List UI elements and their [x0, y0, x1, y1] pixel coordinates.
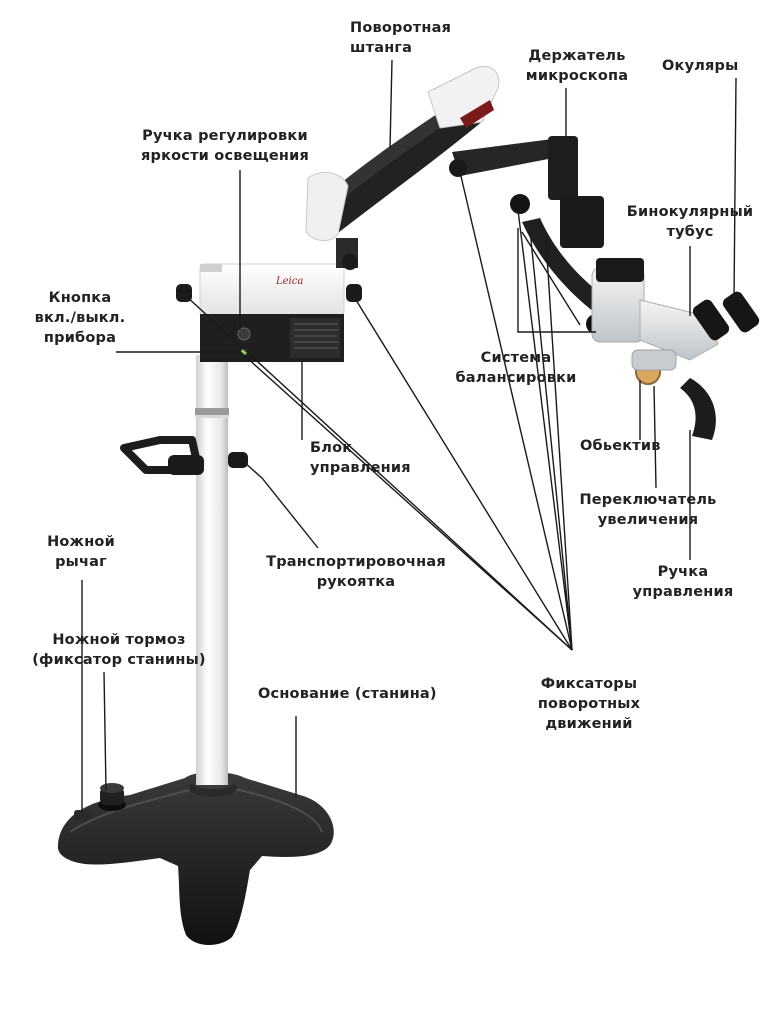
arm-swivel-lock-1	[449, 159, 467, 177]
arm-swivel-lock-2	[342, 254, 358, 270]
vent-lines	[294, 323, 338, 349]
holder-block	[560, 196, 604, 248]
label-magnification-switch: Переключатель увеличения	[579, 492, 717, 528]
label-microscope-holder: Держатель микроскопа	[525, 48, 629, 84]
leader-lock-d	[459, 171, 573, 651]
base-part	[57, 772, 334, 946]
label-base: Основание (станина)	[258, 686, 437, 702]
leader-mag	[653, 385, 657, 489]
foot-lever	[74, 810, 92, 820]
label-control-handle: Ручка управления	[632, 564, 734, 600]
leader-foot-brake	[103, 671, 107, 791]
mag-changer	[631, 349, 677, 371]
leader-lines	[81, 59, 737, 812]
leader-balance	[517, 228, 596, 333]
holder-lock	[510, 194, 530, 214]
leader-lock-f	[529, 229, 573, 651]
label-binocular-tube: Бинокулярный тубус	[626, 204, 754, 240]
brand-logo: Leica	[276, 276, 304, 287]
column-part	[195, 355, 229, 785]
label-balance-system: Система балансировки	[455, 350, 577, 386]
label-objective: Обьектив	[580, 438, 661, 454]
column-ring-light	[195, 415, 229, 418]
housing-side-knob-right	[346, 284, 362, 302]
label-swivel-locks: Фиксаторы поворотных движений	[537, 676, 641, 732]
label-control-unit: Блок управления	[310, 440, 411, 476]
leader-eyepieces	[733, 77, 737, 301]
column-ring	[195, 408, 229, 415]
arm-lower-joint	[305, 171, 349, 241]
control-handle	[680, 378, 716, 440]
swing-arm-part	[305, 66, 564, 270]
brightness-knob	[237, 327, 251, 341]
foot-brake-knob-top	[100, 783, 124, 793]
arm-horizontal-beam	[452, 138, 564, 176]
column	[196, 355, 228, 785]
base-body	[57, 772, 334, 946]
label-foot-lever: Ножной рычаг	[47, 534, 115, 570]
label-power-button: Кнопка вкл./выкл. прибора	[34, 290, 126, 346]
control-unit-part	[176, 263, 362, 362]
label-foot-brake: Ножной тормоз (фиксатор станины)	[32, 632, 206, 668]
holder-vertical	[548, 136, 578, 200]
label-brightness-knob: Ручка регулировки яркости освещения	[140, 128, 310, 164]
arm-red-accent	[460, 100, 494, 128]
transport-handle-part	[120, 436, 248, 475]
leader-lock-c	[355, 299, 573, 651]
leader-lock-e	[517, 209, 573, 651]
camera-block	[596, 258, 644, 282]
arm-upper-beam	[325, 95, 474, 206]
leader-lock-a	[185, 295, 573, 651]
handle-clamp	[168, 455, 204, 475]
handle-right-knob	[228, 452, 248, 468]
housing-cap	[200, 264, 222, 272]
leader-transport	[243, 461, 319, 549]
label-eyepieces: Окуляры	[662, 58, 739, 74]
leader-lock-g	[545, 239, 573, 651]
eyepieces	[692, 291, 760, 341]
leader-swing-arm	[389, 59, 393, 149]
label-transport-handle: Транспортировочная рукоятка	[266, 554, 446, 590]
arm-lower-beam	[318, 105, 484, 236]
microscope-head-part	[510, 136, 760, 440]
label-swing-arm: Поворотная штанга	[350, 20, 452, 56]
leader-lock-b	[235, 347, 573, 651]
